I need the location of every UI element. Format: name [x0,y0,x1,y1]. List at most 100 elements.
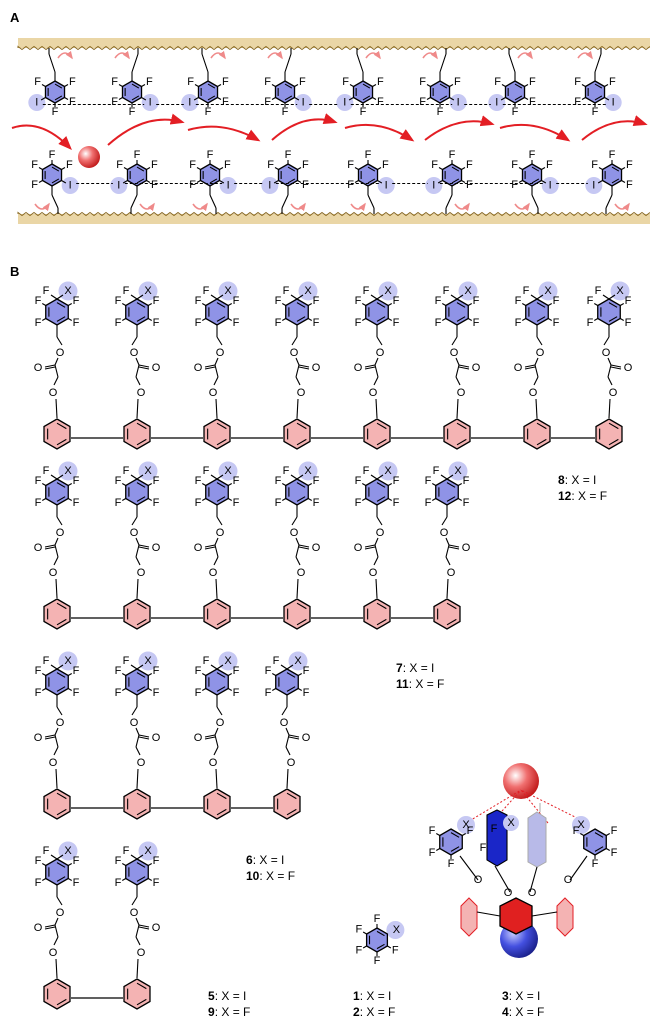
panel-label-b: B [10,264,19,279]
double-bond [216,686,226,692]
fluorine-label: F [429,847,436,859]
double-bond [136,792,147,800]
fluorine-label: F [382,159,389,171]
ester-oxygen-label: O [56,717,65,729]
fluorine-label: F [73,877,80,889]
double-bond [376,496,386,502]
compound-number: 10 [246,869,260,883]
substituent-bond [449,84,454,87]
x-substituent-label: X [384,285,392,297]
fluorine-label: F [433,465,440,477]
fluorine-label: F [302,179,309,191]
iodine-label: I [457,97,460,109]
c-x-bond [136,474,144,480]
transport-arrow [187,125,261,142]
fluorine-label: F [73,295,80,307]
substituent-bond [461,167,466,170]
double-bond [56,686,66,692]
iodine-halo [61,177,79,194]
double-bond [56,672,66,678]
fluorine-label: F [35,295,42,307]
substituent-bond [227,318,232,321]
x-halo [386,921,405,939]
substituent-bond [64,84,69,87]
transport-arrow [581,115,648,141]
carbonyl-bond [44,736,56,740]
fluorine-label: F [153,497,160,509]
substituent-bond [147,498,152,501]
rotation-arrow [514,202,530,212]
linker-bond [295,537,300,546]
double-bond [216,792,227,800]
c-f-bond [50,294,58,300]
tether [594,53,602,73]
carbonyl-bond [448,546,460,550]
fluorine-label: F [491,823,498,835]
c-f-bond [290,294,298,300]
substituent-bond [294,84,299,87]
ether-oxygen-label: O [49,567,58,579]
carbonyl-bond [44,924,56,928]
double-bond [376,930,385,937]
fluorine-label: F [529,96,536,108]
linker-bond [607,357,612,366]
substituent-bond [467,303,472,306]
fluorine-label: F [115,295,122,307]
x-substituent-label: X [294,655,302,667]
c-x-bond [56,474,64,480]
ether-oxygen-label: O [137,757,146,769]
iodine-halo [110,177,128,194]
fluorine-label: F [591,159,598,171]
rotation-arrow [210,50,226,60]
linker-bond [373,556,379,566]
double-bond [286,792,297,800]
tether [494,865,511,893]
substituent-bond [147,878,152,881]
iodine-label: I [385,180,388,192]
carbonyl-bond [138,364,150,368]
linker-bond [281,706,288,716]
substituent-bond [146,167,151,170]
fluorine-label: F [115,475,122,487]
linker-bond [536,336,543,346]
fluorine-label: F [115,497,122,509]
double-bond [216,618,227,626]
double-bond [367,178,376,184]
linker-bond [455,364,460,378]
linker-bond [445,537,450,546]
x-halo [298,461,318,481]
fluorine-label: F [224,159,231,171]
substituent-bond [147,688,152,691]
fluorine-label: F [203,465,210,477]
x-halo [457,816,475,834]
fluorine-label: F [73,855,80,867]
fluorine-label: F [195,475,202,487]
double-bond [536,422,547,430]
double-bond [216,672,226,678]
linker-bond [373,376,379,386]
double-bond [514,95,523,101]
compound-substituent: : X = F [509,1005,545,1019]
double-bond [376,438,387,446]
fluorine-label: F [473,317,480,329]
substituent-bond [426,84,431,87]
double-bond [136,316,146,322]
fluorine-label: F [275,475,282,487]
double-bond [136,482,146,488]
double-bond [216,422,227,430]
fluorine-label: F [529,149,536,161]
ether-oxygen-label: O [137,567,146,579]
carbonyl-bond [458,366,470,370]
double-bond [216,438,227,446]
substituent-bond [282,498,287,501]
double-bond [594,846,604,852]
c-x-bond [216,474,224,480]
substituent-bond [217,84,222,87]
ether-oxygen-label: O [209,757,218,769]
